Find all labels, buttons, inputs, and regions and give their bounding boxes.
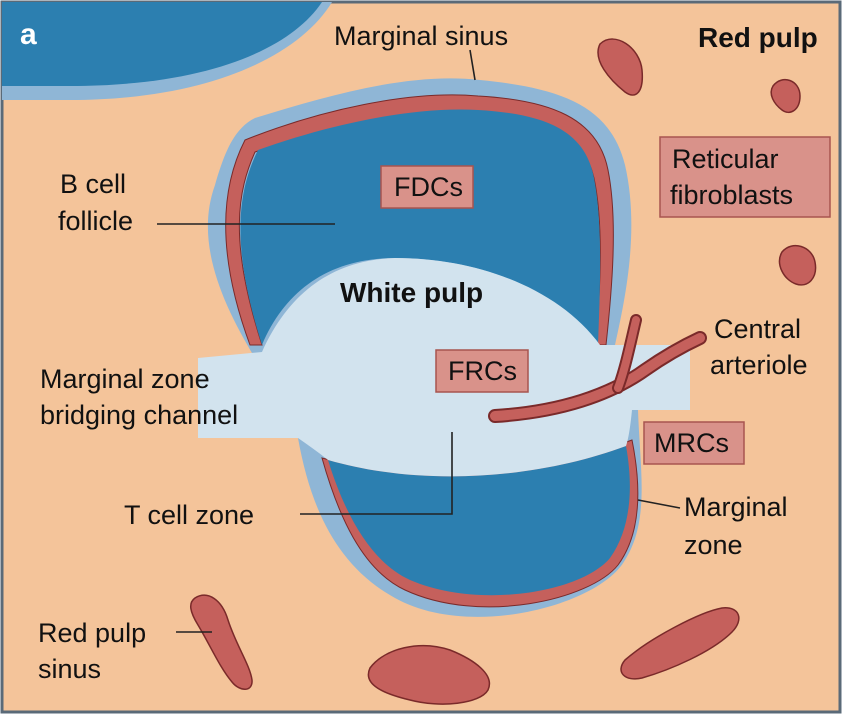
label-white-pulp: White pulp <box>340 277 483 308</box>
label-frcs: FRCs <box>448 356 517 386</box>
label-bridging-line1: Marginal zone <box>40 364 210 394</box>
label-bridging-line2: bridging channel <box>40 400 238 430</box>
label-red-pulp-sinus-line2: sinus <box>38 654 101 684</box>
label-central-line1: Central <box>714 314 801 344</box>
label-mrcs: MRCs <box>654 428 729 458</box>
label-marginal-sinus: Marginal sinus <box>334 21 508 51</box>
label-central-line2: arteriole <box>710 350 808 380</box>
label-marginal-zone-line2: zone <box>684 530 743 560</box>
label-marginal-zone-line1: Marginal <box>684 492 788 522</box>
label-red-pulp-sinus-line1: Red pulp <box>38 618 146 648</box>
label-t-cell-zone: T cell zone <box>124 500 254 530</box>
label-red-pulp: Red pulp <box>698 22 818 53</box>
label-reticular-line1: Reticular <box>672 144 779 174</box>
label-b-cell-line1: B cell <box>60 169 126 199</box>
panel-letter: a <box>20 18 37 51</box>
label-b-cell-line2: follicle <box>58 206 133 236</box>
label-fdcs: FDCs <box>394 172 463 202</box>
label-reticular-line2: fibroblasts <box>670 180 793 210</box>
